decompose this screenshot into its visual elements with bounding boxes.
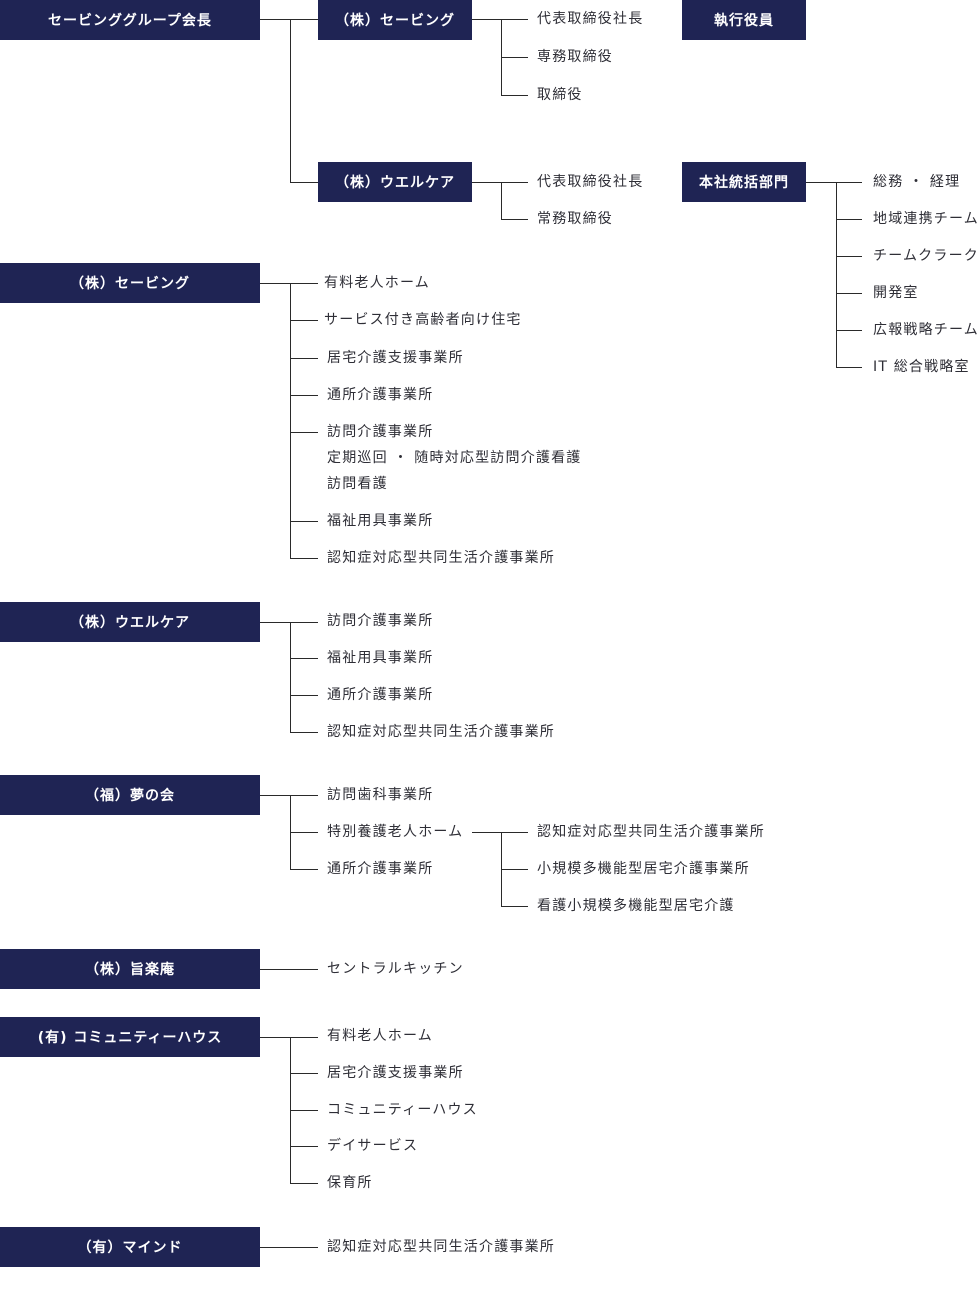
dept-label: 広報戦略チーム <box>873 322 979 338</box>
facility-label: 居宅介護支援事業所 <box>327 1065 464 1081</box>
connector <box>836 367 862 368</box>
connector <box>501 95 528 96</box>
role-label: 専務取締役 <box>537 49 613 65</box>
role-label: 代表取締役社長 <box>537 11 644 27</box>
connector <box>290 1146 318 1147</box>
connector <box>260 969 318 970</box>
connector <box>290 695 318 696</box>
connector <box>260 283 318 284</box>
connector <box>290 432 318 433</box>
connector <box>501 57 528 58</box>
role-label: 代表取締役社長 <box>537 174 644 190</box>
connector <box>806 182 862 183</box>
connector <box>290 320 318 321</box>
chairman-box: セービンググループ会長 <box>0 0 260 40</box>
role-label: 常務取締役 <box>537 211 613 227</box>
saving-company-box: （株）セービング <box>0 263 260 303</box>
role-label: 取締役 <box>537 87 583 103</box>
connector <box>836 256 862 257</box>
connector <box>290 1183 318 1184</box>
connector <box>290 283 291 559</box>
connector <box>260 1037 318 1038</box>
facility-label: 訪問歯科事業所 <box>327 787 434 803</box>
top-welcare-box: （株）ウエルケア <box>318 162 472 202</box>
facility-label: 福祉用具事業所 <box>327 513 434 529</box>
connector <box>472 182 528 183</box>
connector <box>260 622 318 623</box>
connector <box>290 622 291 733</box>
facility-label: 有料老人ホーム <box>327 1028 433 1044</box>
sub-facility-label: 看護小規模多機能型居宅介護 <box>537 898 735 914</box>
welcare-company-box: （株）ウエルケア <box>0 602 260 642</box>
facility-label: 認知症対応型共同生活介護事業所 <box>327 724 555 740</box>
connector <box>290 1073 318 1074</box>
executive-box: 執行役員 <box>682 0 806 40</box>
connector <box>260 19 318 20</box>
umaraku-box: （株）旨楽庵 <box>0 949 260 989</box>
connector <box>290 182 318 183</box>
connector <box>290 869 318 870</box>
connector <box>501 182 502 220</box>
connector <box>290 732 318 733</box>
facility-label: 認知症対応型共同生活介護事業所 <box>327 1239 555 1255</box>
connector <box>290 358 318 359</box>
facility-label: 訪問介護事業所 <box>327 424 434 440</box>
facility-label: デイサービス <box>327 1138 419 1154</box>
connector <box>472 832 528 833</box>
facility-label: セントラルキッチン <box>327 961 464 977</box>
connector <box>836 330 862 331</box>
connector <box>290 832 318 833</box>
facility-label: 保育所 <box>327 1175 373 1191</box>
facility-label: 訪問看護 <box>327 476 388 492</box>
sub-facility-label: 認知症対応型共同生活介護事業所 <box>537 824 765 840</box>
connector <box>836 293 862 294</box>
dept-label: 総務 ・ 経理 <box>873 174 961 190</box>
dept-label: 地域連携チーム <box>873 211 979 227</box>
community-house-box: (有) コミュニティーハウス <box>0 1017 260 1057</box>
connector <box>290 19 291 182</box>
connector <box>501 219 528 220</box>
hq-box: 本社統括部門 <box>682 162 806 202</box>
connector <box>260 795 318 796</box>
connector <box>501 906 528 907</box>
facility-label: 有料老人ホーム <box>324 275 430 291</box>
connector <box>290 658 318 659</box>
facility-label: 通所介護事業所 <box>327 687 434 703</box>
facility-label: サービス付き高齢者向け住宅 <box>324 312 522 328</box>
facility-label: 訪問介護事業所 <box>327 613 434 629</box>
connector <box>836 219 862 220</box>
mind-box: （有）マインド <box>0 1227 260 1267</box>
facility-label: 通所介護事業所 <box>327 387 434 403</box>
connector <box>472 19 528 20</box>
connector <box>501 869 528 870</box>
dept-label: チームクラーク <box>873 248 979 264</box>
facility-label: 認知症対応型共同生活介護事業所 <box>327 550 555 566</box>
dept-label: IT 総合戦略室 <box>873 359 970 375</box>
connector <box>836 182 837 368</box>
connector <box>290 521 318 522</box>
top-saving-box: （株）セービング <box>318 0 472 40</box>
dept-label: 開発室 <box>873 285 919 301</box>
facility-label: 定期巡回 ・ 随時対応型訪問介護看護 <box>327 450 582 466</box>
sub-facility-label: 小規模多機能型居宅介護事業所 <box>537 861 750 877</box>
facility-label: 居宅介護支援事業所 <box>327 350 464 366</box>
facility-label: 特別養護老人ホーム <box>327 824 464 840</box>
connector <box>290 395 318 396</box>
facility-label: コミュニティーハウス <box>327 1102 478 1118</box>
connector <box>260 1247 318 1248</box>
facility-label: 福祉用具事業所 <box>327 650 434 666</box>
facility-label: 通所介護事業所 <box>327 861 434 877</box>
yume-box: （福）夢の会 <box>0 775 260 815</box>
connector <box>290 1110 318 1111</box>
connector <box>290 558 318 559</box>
